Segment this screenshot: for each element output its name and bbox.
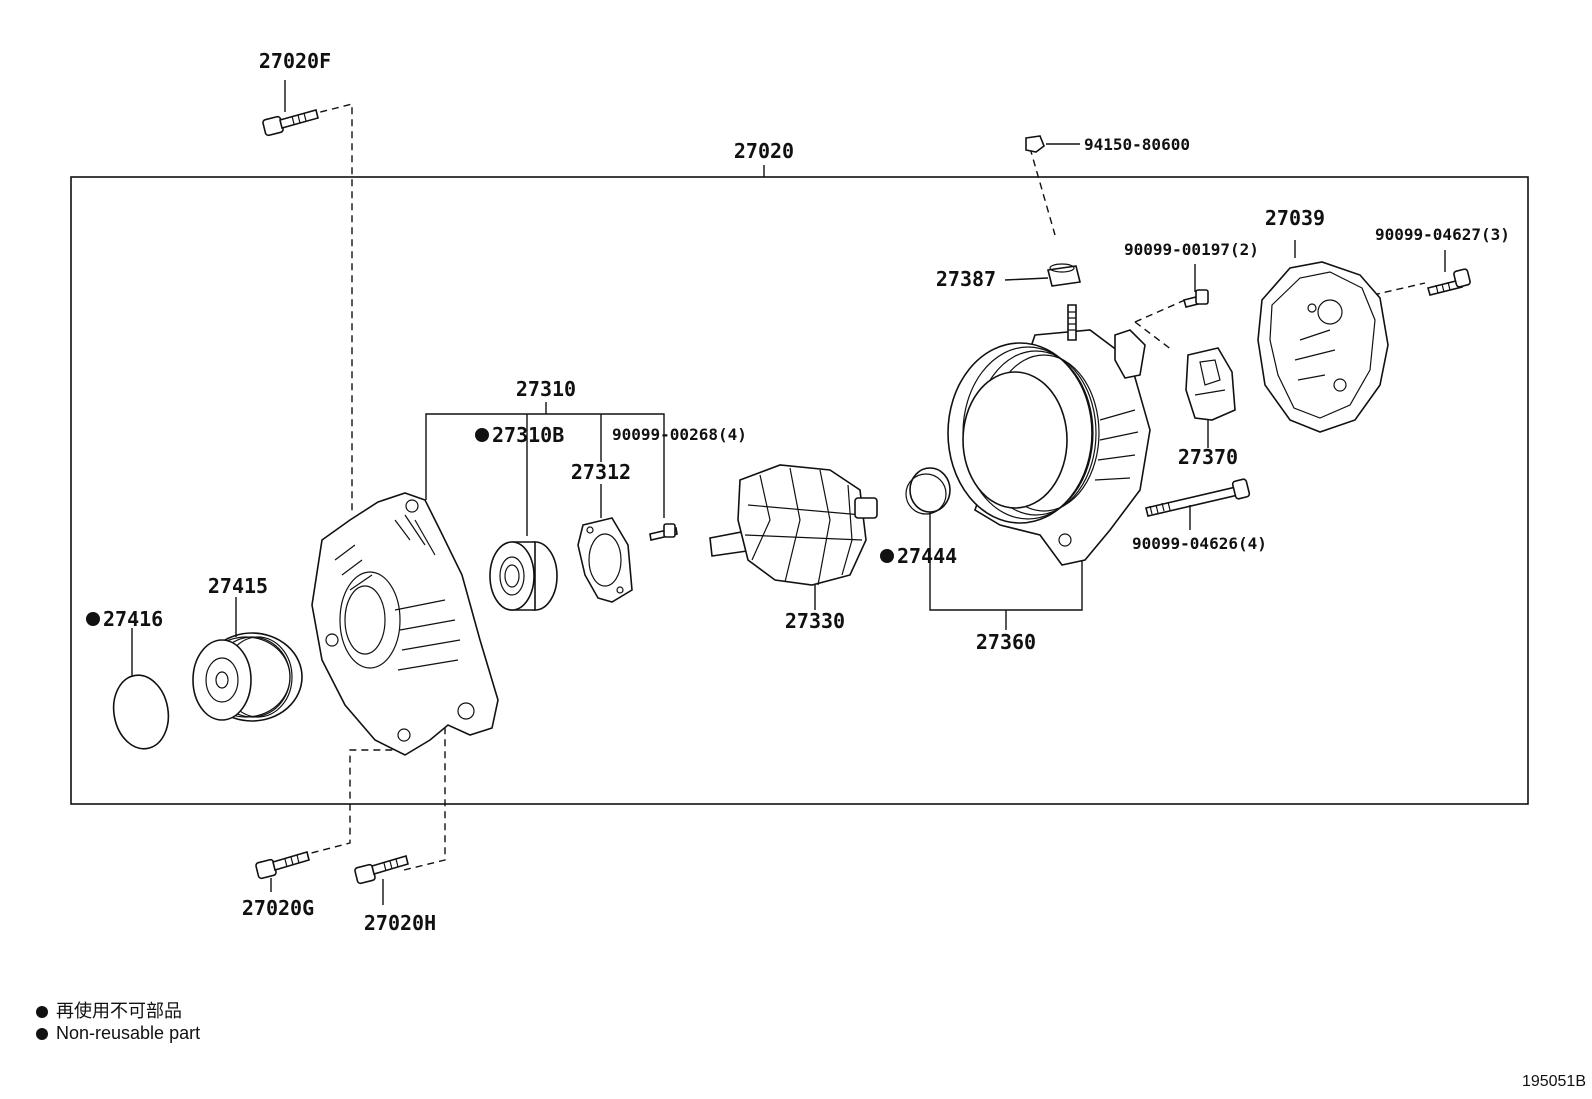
screw-90099-04627 — [1427, 268, 1471, 296]
rotor-27330 — [709, 464, 878, 586]
label-through-bolt: 90099-04626(4) — [1132, 534, 1267, 553]
assembly-frame — [70, 176, 1529, 805]
label-frame-assy: 27310 — [516, 377, 576, 401]
label-cover-screw: 90099-04627(3) — [1375, 225, 1510, 244]
label-bolt-bottom-left: 27020G — [242, 896, 314, 920]
legend-english: Non-reusable part — [36, 1022, 200, 1044]
label-brush-screw: 90099-00197(2) — [1124, 240, 1259, 259]
figure-id: 195051B — [1521, 1073, 1586, 1090]
label-rear-cover: 27039 — [1265, 206, 1325, 230]
nonreusable-mark-ring — [880, 549, 894, 563]
nut-94150-80600 — [1025, 135, 1045, 153]
drive-end-frame-27310 — [311, 492, 499, 756]
brush-holder-27370 — [1185, 347, 1236, 421]
label-stator-frame: 27360 — [976, 630, 1036, 654]
bearing-27310B — [489, 541, 558, 611]
cap-27416 — [112, 674, 170, 750]
screw-90099-00197 — [1183, 289, 1209, 308]
bolt-27020G — [255, 850, 310, 880]
label-bolt-top: 27020F — [259, 49, 331, 73]
label-retainer: 27312 — [571, 460, 631, 484]
label-retainer-screw: 90099-00268(4) — [612, 425, 747, 444]
label-bearing: 27310B — [492, 423, 564, 447]
legend-bullet-icon — [36, 1006, 48, 1018]
nonreusable-mark-cap — [86, 612, 100, 626]
label-pulley: 27415 — [208, 574, 268, 598]
label-bolt-bottom-right: 27020H — [364, 911, 436, 935]
label-cap: 27416 — [103, 607, 163, 631]
label-assembly: 27020 — [734, 139, 794, 163]
legend-bullet-icon — [36, 1028, 48, 1040]
bolt-27020H — [354, 854, 409, 885]
retainer-27312 — [577, 517, 633, 603]
legend-ja-text: 再使用不可部品 — [56, 1001, 182, 1021]
through-bolt-90099-04626 — [1145, 478, 1251, 517]
screw-90099-00268 — [649, 523, 678, 541]
label-nut: 94150-80600 — [1084, 135, 1190, 154]
rectifier-frame-27360 — [947, 304, 1151, 566]
pulley-27415 — [192, 632, 303, 722]
label-ring: 27444 — [897, 544, 957, 568]
label-rotor: 27330 — [785, 609, 845, 633]
ring-27444 — [905, 467, 951, 515]
rear-cover-27039 — [1257, 261, 1389, 433]
label-terminal-insulator: 27387 — [936, 267, 996, 291]
legend-en-text: Non-reusable part — [56, 1023, 201, 1043]
bolt-27020F — [262, 109, 319, 137]
legend-japanese: 再使用不可部品 — [36, 1000, 182, 1022]
nonreusable-mark-bearing — [475, 428, 489, 442]
label-brush-holder: 27370 — [1178, 445, 1238, 469]
insulator-27387 — [1047, 263, 1081, 287]
